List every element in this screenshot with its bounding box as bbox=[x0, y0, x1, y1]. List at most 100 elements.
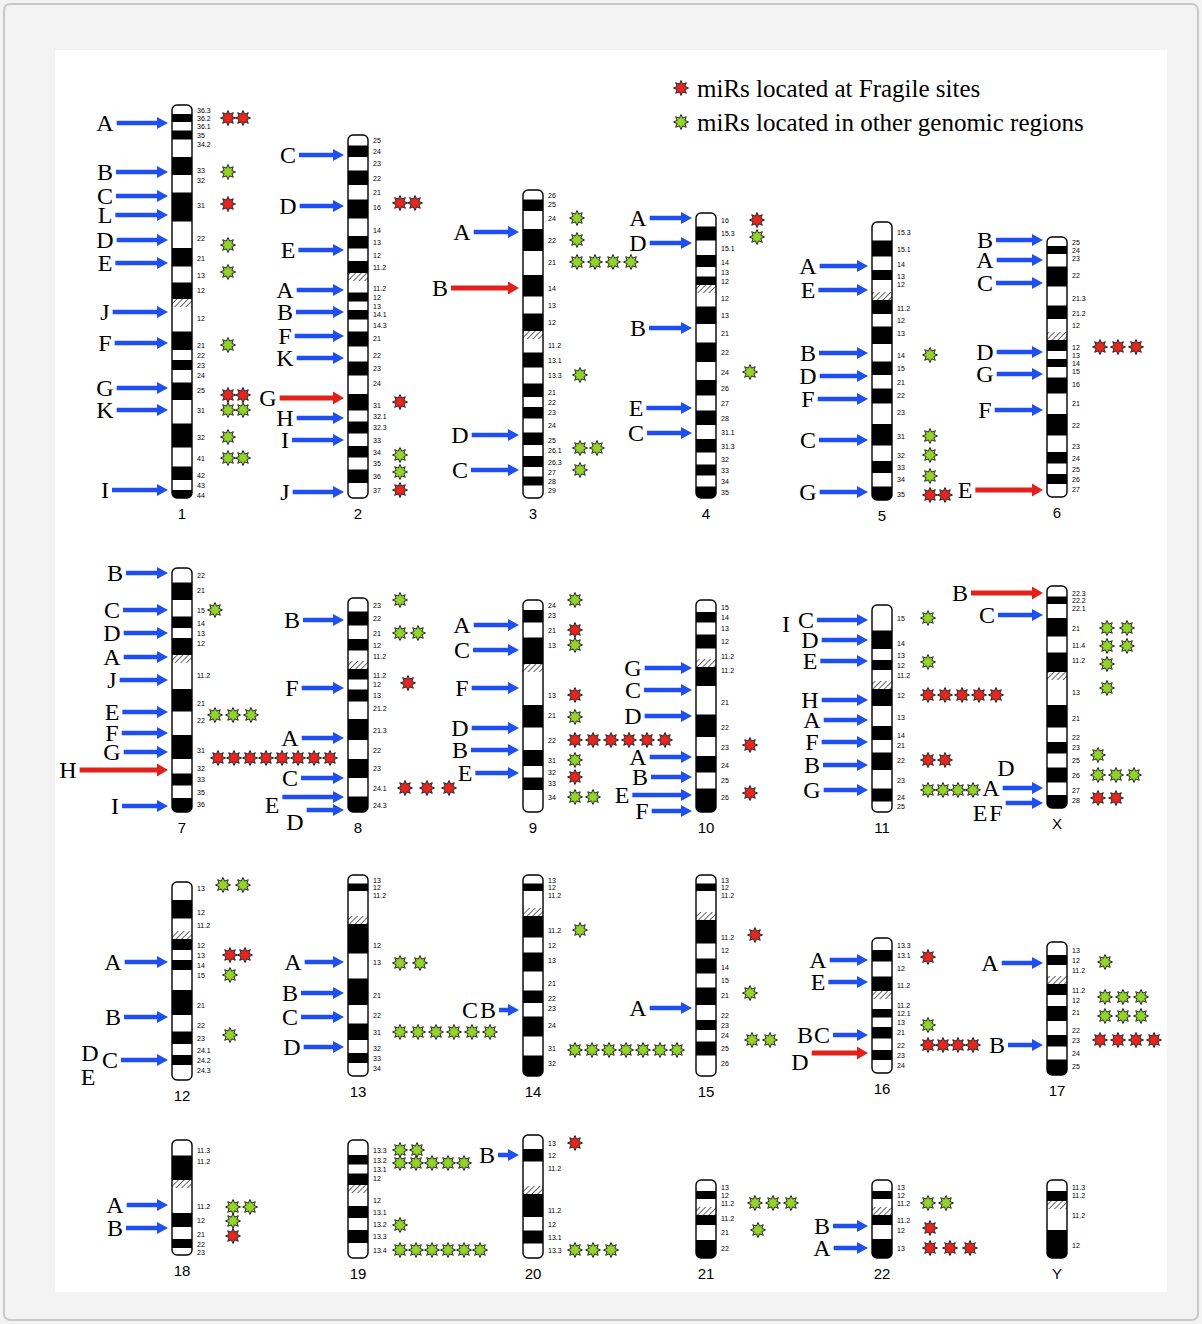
arrow-letter: D bbox=[791, 1050, 808, 1074]
pointer-arrow bbox=[499, 1004, 519, 1016]
chromosome-band bbox=[872, 327, 892, 345]
band-label: 15 bbox=[897, 615, 905, 622]
band-label: 25 bbox=[1072, 757, 1080, 764]
mir-star bbox=[226, 1200, 241, 1215]
pointer-arrow bbox=[833, 1220, 868, 1232]
mir-star bbox=[1100, 639, 1115, 654]
chromosome-band bbox=[523, 953, 543, 972]
mir-star bbox=[570, 255, 585, 270]
band-label: 23 bbox=[373, 765, 381, 772]
band-label: 14 bbox=[721, 964, 729, 971]
arrow-letter: B bbox=[107, 1216, 123, 1240]
band-label: 11.2 bbox=[548, 342, 561, 349]
band-label: 26 bbox=[548, 192, 556, 199]
centromere-hatch bbox=[696, 912, 716, 920]
mir-star bbox=[243, 751, 258, 766]
chromosome-number: X bbox=[1052, 816, 1062, 831]
arrow-letter: E bbox=[629, 396, 644, 420]
chromosome-band bbox=[696, 411, 716, 426]
mir-star bbox=[259, 751, 274, 766]
centromere bbox=[872, 681, 892, 689]
chromosome-band bbox=[348, 470, 368, 484]
band-label: 12 bbox=[721, 278, 729, 285]
chromosome-band bbox=[1047, 452, 1067, 464]
chromosome-ideogram bbox=[348, 1140, 368, 1258]
band-label: 12 bbox=[1072, 322, 1080, 329]
mir-star bbox=[1116, 1009, 1131, 1024]
arrow-letter: L bbox=[98, 203, 113, 227]
mir-star bbox=[441, 1156, 456, 1171]
mir-star bbox=[570, 233, 585, 248]
pointer-arrow bbox=[997, 368, 1043, 380]
band-label: 24 bbox=[548, 215, 556, 222]
pointer-arrow bbox=[112, 484, 168, 496]
band-label: 13.3 bbox=[373, 1147, 387, 1154]
chromosome-band bbox=[172, 114, 192, 122]
chromosome-number: 20 bbox=[525, 1266, 542, 1281]
band-label: 11.2 bbox=[373, 672, 386, 679]
pointer-arrow bbox=[819, 434, 868, 446]
chromosome-body bbox=[1047, 586, 1067, 808]
pointer-arrow bbox=[820, 486, 868, 498]
mir-star bbox=[429, 1025, 444, 1040]
arrow-letter: E bbox=[973, 801, 988, 825]
band-label: 32 bbox=[197, 177, 205, 184]
band-label: 16 bbox=[1072, 381, 1080, 388]
band-label: 21 bbox=[373, 335, 381, 342]
mir-star bbox=[1100, 657, 1115, 672]
pointer-arrow bbox=[649, 322, 692, 334]
band-label: 11.2 bbox=[1072, 1212, 1085, 1219]
band-label: 31 bbox=[548, 757, 556, 764]
chromosome-band bbox=[1047, 597, 1067, 605]
chromosome-band bbox=[523, 275, 543, 297]
band-label: 13.3 bbox=[548, 1247, 562, 1254]
chromosome-band bbox=[1047, 795, 1067, 808]
chromosome-band bbox=[696, 227, 716, 241]
chromosome-number: 11 bbox=[874, 820, 890, 835]
band-label: 22 bbox=[197, 572, 205, 579]
band-label: 13 bbox=[897, 652, 905, 659]
band-label: 11.2 bbox=[721, 667, 734, 674]
arrow-letter: D bbox=[629, 231, 646, 255]
mir-star bbox=[223, 1028, 238, 1043]
band-label: 24.2 bbox=[197, 1057, 211, 1064]
arrow-letter: B bbox=[105, 1005, 121, 1029]
band-label: 22 bbox=[897, 757, 905, 764]
pointer-arrow bbox=[820, 370, 868, 382]
band-label: 13 bbox=[897, 330, 905, 337]
chromosome-band bbox=[172, 383, 192, 401]
band-label: 23 bbox=[1072, 443, 1080, 450]
chromosome-band bbox=[348, 293, 368, 302]
band-label: 12 bbox=[373, 681, 381, 688]
pointer-arrow bbox=[301, 987, 344, 999]
chromosome-body bbox=[348, 875, 368, 1076]
chromosome-band bbox=[1047, 1006, 1067, 1021]
pointer-arrow bbox=[475, 767, 519, 779]
centromere-hatch bbox=[872, 681, 892, 689]
band-label: 33 bbox=[197, 776, 205, 783]
pointer-arrow bbox=[1003, 782, 1043, 794]
chromosome-outline bbox=[348, 135, 368, 498]
mir-star bbox=[966, 1038, 981, 1053]
pointer-arrow bbox=[819, 347, 868, 359]
mir-star bbox=[1129, 340, 1144, 355]
band-label: 32 bbox=[548, 1060, 556, 1067]
band-label: 13 bbox=[897, 1245, 905, 1252]
band-label: 12 bbox=[548, 884, 556, 891]
arrow-letter: C bbox=[102, 1048, 118, 1072]
chromosome-band bbox=[172, 248, 192, 267]
chromosome-band bbox=[172, 990, 192, 1015]
mir-star bbox=[921, 753, 936, 768]
band-label: 13 bbox=[373, 959, 381, 966]
band-label: 12 bbox=[897, 965, 905, 972]
band-label: 13.4 bbox=[373, 1247, 387, 1254]
pointer-arrow bbox=[124, 627, 168, 639]
band-label: 12 bbox=[197, 315, 205, 322]
chromosome-body bbox=[348, 598, 368, 812]
mir-star bbox=[568, 623, 583, 638]
band-label: 23 bbox=[548, 1005, 556, 1012]
chromosome-band bbox=[872, 660, 892, 670]
chromosome-ideogram bbox=[523, 875, 543, 1076]
band-label: 21 bbox=[721, 992, 729, 999]
pointer-arrow bbox=[123, 604, 168, 616]
